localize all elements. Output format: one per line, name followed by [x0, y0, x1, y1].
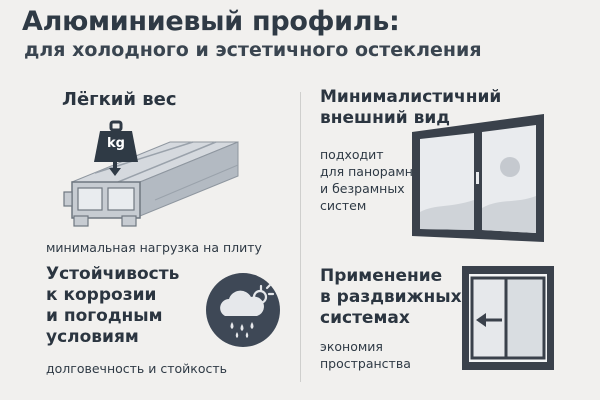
weather-icon [206, 273, 280, 347]
minimal-caption-line-3: и безрамных [320, 181, 405, 196]
corrosion-title-line-1: Устойчивость [46, 264, 180, 284]
light-weight-caption: минимальная нагрузка на плиту [46, 240, 262, 255]
sliding-title-line-1: Применение [320, 266, 443, 286]
minimal-caption-line-2: для панорамных [320, 164, 431, 179]
minimal-title-line-1: Минималистичний [320, 87, 502, 107]
page-subtitle: для холодного и эстетичного остекления [24, 39, 482, 61]
minimal-title-line-2: внешний вид [320, 108, 450, 128]
sliding-caption-line-1: экономия [320, 339, 383, 354]
corrosion-title-line-3: и погодным [46, 306, 163, 326]
column-divider [300, 92, 301, 382]
minimal-caption-line-4: систем [320, 198, 367, 213]
panoramic-window-icon [412, 114, 544, 242]
sliding-window-icon [462, 266, 554, 370]
corrosion-title-line-4: условиям [46, 327, 139, 347]
corrosion-title-line-2: к коррозии [46, 285, 157, 305]
sliding-title-line-3: системах [320, 308, 410, 328]
page-title: Алюминиевый профиль: [22, 6, 400, 37]
light-weight-title: Лёгкий вес [62, 89, 177, 110]
aluminum-profile-icon [63, 141, 239, 227]
corrosion-caption: долговечность и стойкость [46, 361, 227, 376]
minimal-caption-line-1: подходит [320, 147, 384, 162]
sliding-title-line-2: в раздвижных [320, 287, 462, 307]
weight-label: kg [107, 136, 125, 151]
weight-icon [94, 120, 138, 162]
sliding-caption-line-2: пространства [320, 356, 411, 371]
